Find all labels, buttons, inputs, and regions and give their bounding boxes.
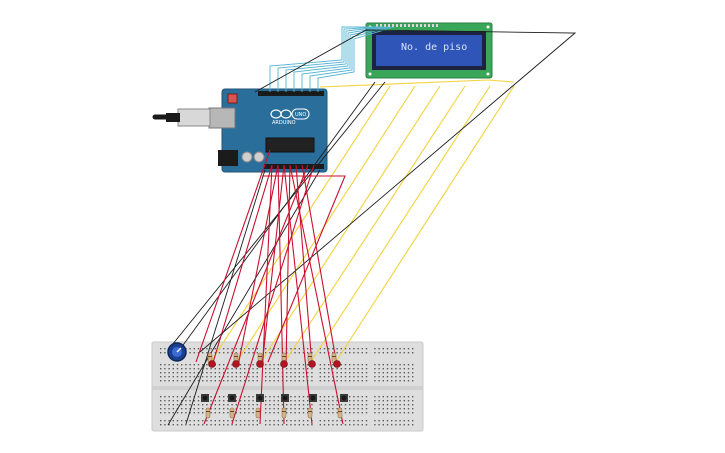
resistor-icon: [205, 407, 211, 419]
led-icon: [333, 360, 341, 368]
resistor-icon: [281, 407, 287, 419]
pushbuttons[interactable]: [201, 394, 348, 402]
pushbutton-icon: [340, 394, 348, 402]
resistor-icon: [255, 407, 261, 419]
led-icon: [256, 360, 264, 368]
resistor-icon: [337, 407, 343, 419]
lcd-screen-text: No. de piso: [401, 42, 467, 53]
led-icon: [280, 360, 288, 368]
pushbutton-icon: [201, 394, 209, 402]
red-wires[interactable]: [195, 149, 346, 425]
pushbutton-icon: [309, 394, 317, 402]
resistor-icon: [229, 407, 235, 419]
resistors[interactable]: [205, 352, 343, 419]
arduino-uno-board[interactable]: UNO ARDUINO: [208, 88, 328, 173]
arduino-model-text: ARDUINO: [272, 120, 296, 126]
pushbutton-icon: [228, 394, 236, 402]
leds[interactable]: [208, 360, 341, 368]
lcd-display[interactable]: No. de piso: [365, 22, 493, 79]
lcd-pin-header: [376, 24, 438, 27]
pushbutton-icon: [256, 394, 264, 402]
led-icon: [208, 360, 216, 368]
usb-plug-icon: [152, 108, 211, 127]
arduino-logo-text: UNO: [295, 112, 306, 118]
led-icon: [232, 360, 240, 368]
pushbutton-icon: [281, 394, 289, 402]
potentiometer-icon[interactable]: [167, 342, 187, 362]
breadboard[interactable]: [151, 341, 424, 432]
led-icon: [308, 360, 316, 368]
resistor-icon: [307, 407, 313, 419]
